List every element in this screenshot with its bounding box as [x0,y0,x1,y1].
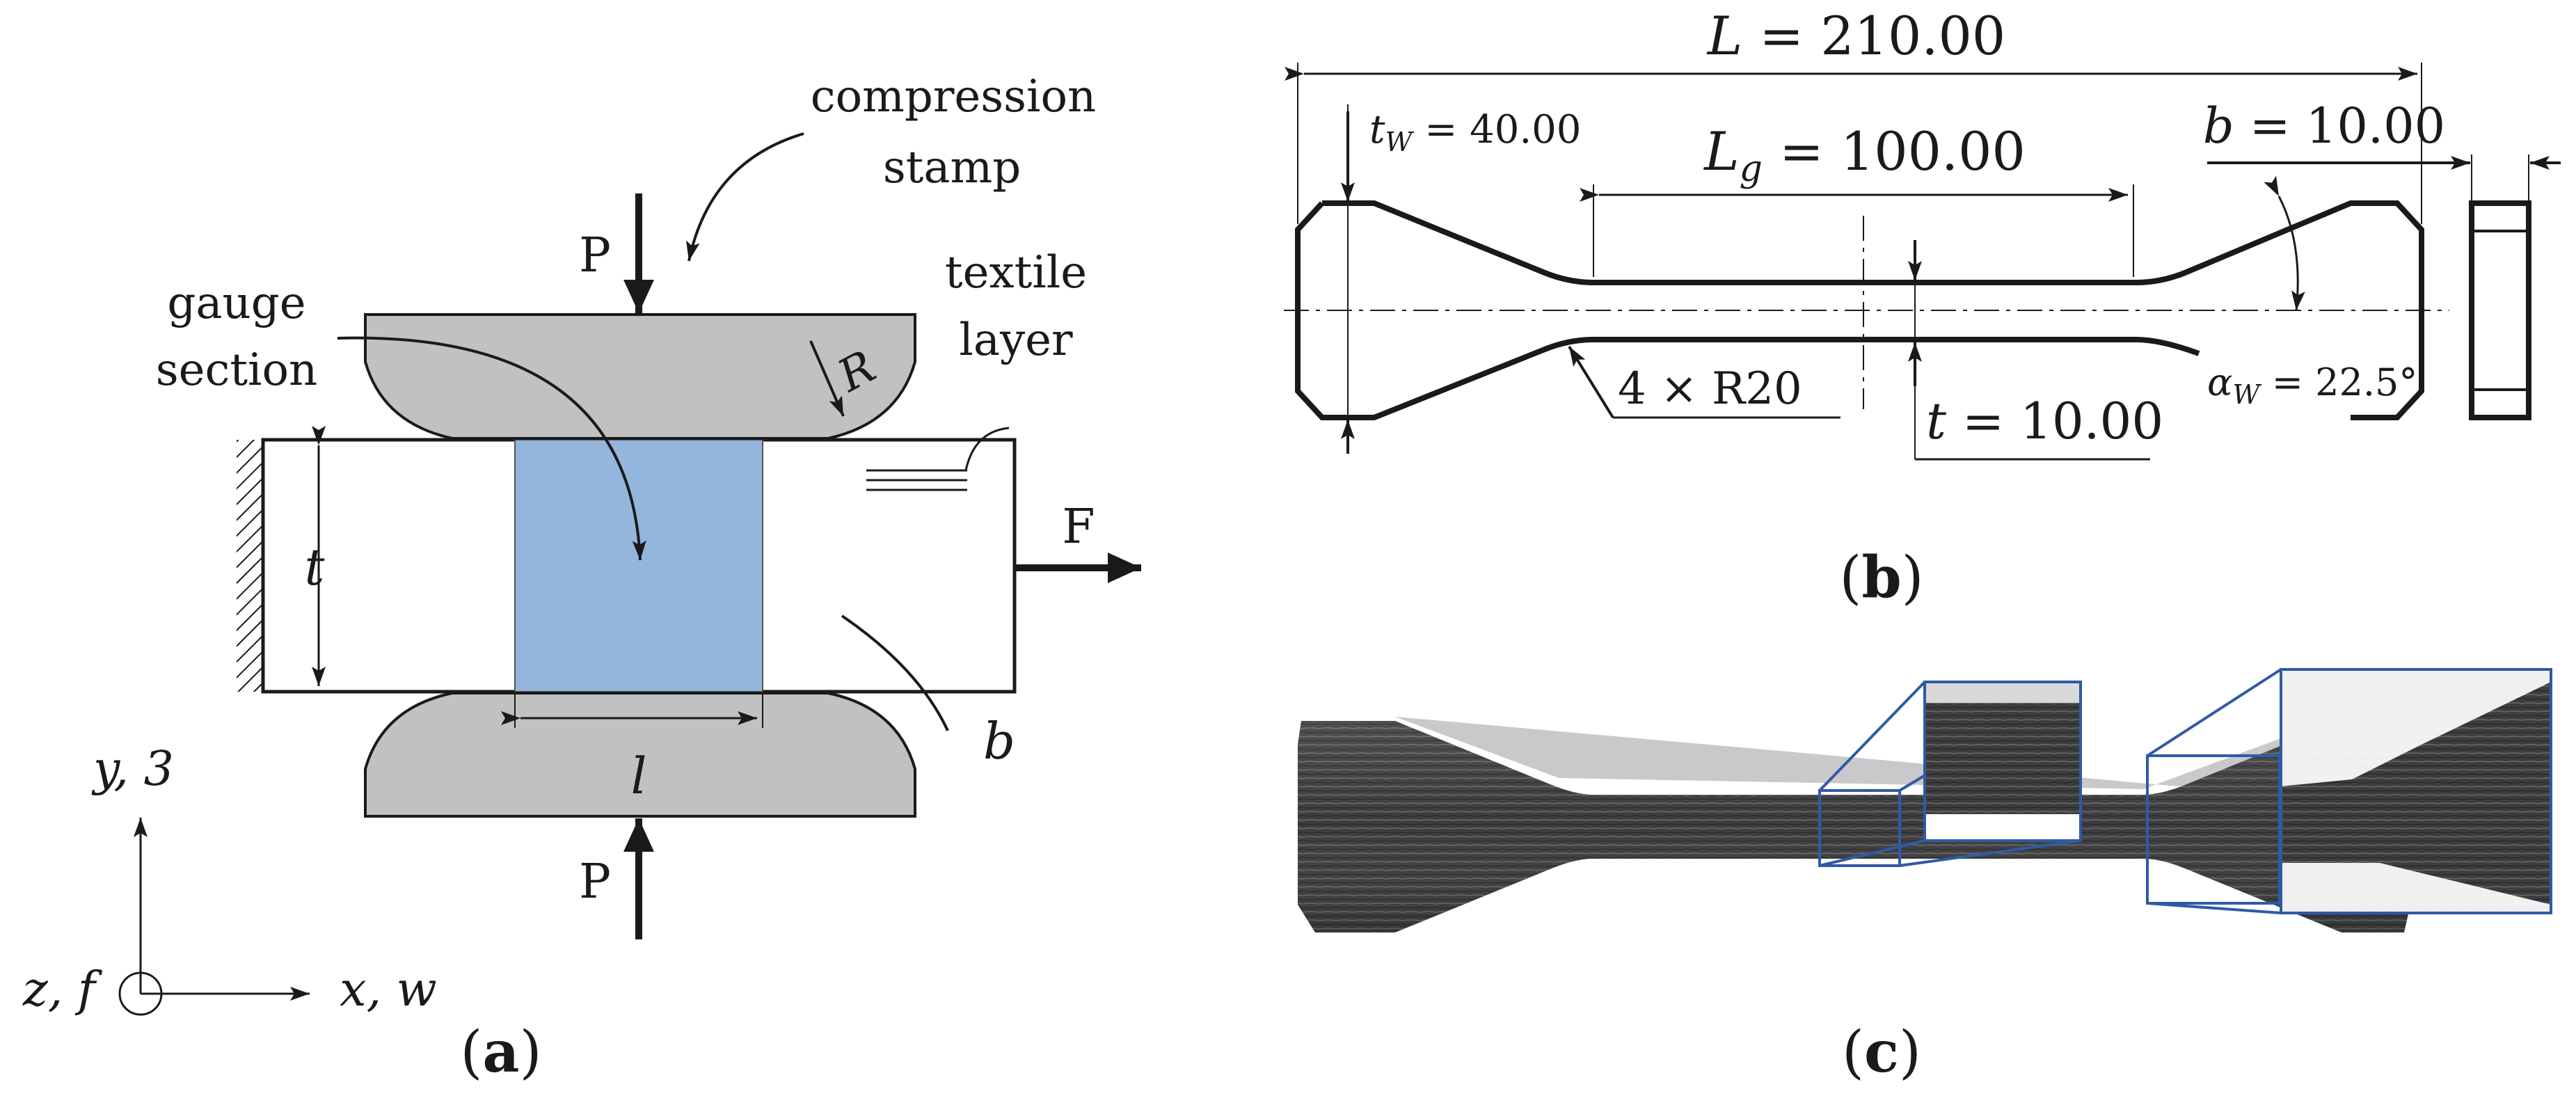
textile-leader [964,427,1010,471]
zoom-detail-1-frame [1923,681,2082,842]
radius-note-leader [1568,345,1614,419]
load-label-top: P [579,228,611,283]
zoom-link-1d [1899,839,2081,867]
stamp-label-line-2: stamp [883,142,1021,193]
axis-z-label: z, f [22,962,103,1017]
caption-a: (a) [460,1019,541,1086]
stamp-label-line-1: compression [811,71,1096,122]
force-label: F [1062,500,1095,555]
axis-z-circle [118,971,163,1016]
grip-width-label: tW = 40.00 [1369,107,1581,157]
gauge-section [514,439,763,692]
zoom-link-2b [2147,902,2282,914]
zoom-link-1a [1818,681,1926,792]
textile-label-line-1: textile [945,247,1087,299]
gauge-label-line-1: gauge [167,278,305,329]
zoom-link-1b [1819,839,1925,867]
side-width-label: b = 10.00 [2203,97,2445,154]
specimen-shadow [1395,690,2422,789]
gauge-length-b-label: Lg = 100.00 [1703,120,2026,190]
width-leader [841,614,949,731]
panel-c: (c) [1298,668,2552,1086]
angle-arc [2264,175,2305,311]
thickness-label: t [305,538,326,596]
caption-b: (b) [1839,544,1923,611]
compression-stamp-top [364,313,916,440]
load-label-bottom: P [579,855,611,910]
zoom-source-box-1 [1818,789,1901,867]
panel-b: L = 210.00 tW = 40.00 Lg = 100.00 b = 10… [1284,5,2561,611]
length-label: L = 210.00 [1706,5,2005,67]
width-label: b [983,712,1015,770]
textile-label-line-2: layer [959,315,1073,366]
radius-leader [809,340,845,417]
dogbone-outline [1322,200,2424,420]
zoom-detail-2-frame [2280,668,2552,914]
gauge-leader [337,336,646,561]
zoom-link-2a [2146,668,2282,757]
angle-label: αW = 22.5° [2207,360,2417,410]
gauge-length-label: l [630,747,646,805]
side-view [2469,200,2531,420]
caption-c: (c) [1842,1019,1921,1086]
gauge-label-line-2: section [156,344,318,396]
stamp-leader [685,132,804,262]
axis-y-label: y, 3 [91,742,174,797]
axis-x-label: x, w [340,962,437,1017]
gauge-thickness-label: t = 10.00 [1926,392,2163,450]
panel-a: compression stamp gauge section textile … [22,71,1141,1086]
fixed-wall-hatch [237,440,263,692]
radius-note-label: 4 × R20 [1618,363,1802,415]
dogbone-outline-lower [1295,201,2200,420]
